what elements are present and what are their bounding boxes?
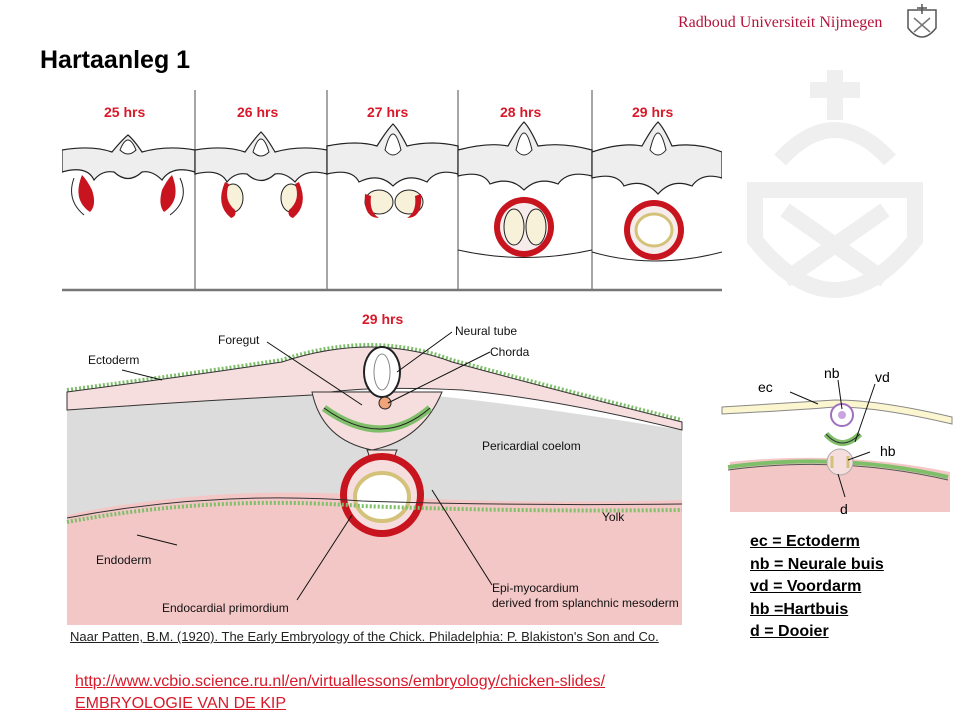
annotation-ectoderm: Ectoderm xyxy=(88,353,139,367)
panel-29hrs: 29 hrs xyxy=(591,104,722,262)
svg-text:Yolk: Yolk xyxy=(602,510,625,524)
svg-text:Endoderm: Endoderm xyxy=(96,553,151,567)
slide-title: Hartaanleg 1 xyxy=(40,46,191,74)
citation[interactable]: Naar Patten, B.M. (1920). The Early Embr… xyxy=(70,629,659,644)
legend-item-vd: vd = Voordarm xyxy=(750,578,862,595)
legend-item-ec: ec = Ectoderm xyxy=(750,533,860,550)
small-schematic: ec nb vd hb d xyxy=(721,365,953,517)
label-nb: nb xyxy=(824,365,840,381)
svg-text:Chorda: Chorda xyxy=(490,345,530,359)
svg-text:29 hrs: 29 hrs xyxy=(362,311,403,327)
annotation-yolk: Yolk xyxy=(602,510,625,524)
svg-text:Neural tube: Neural tube xyxy=(455,324,517,338)
top-panels-figure: 25 hrs 26 hrs 27 hrs 28 hrs 2 xyxy=(62,90,722,292)
svg-text:nb: nb xyxy=(824,365,840,381)
svg-text:Ectoderm: Ectoderm xyxy=(88,353,139,367)
annotation-neural-tube: Neural tube xyxy=(455,324,517,338)
annotation-endoderm: Endoderm xyxy=(96,553,151,567)
panel-label: 27 hrs xyxy=(367,104,408,120)
svg-text:Foregut: Foregut xyxy=(218,333,260,347)
vcbio-link[interactable]: http://www.vcbio.science.ru.nl/en/virtua… xyxy=(75,673,606,690)
embryologie-link[interactable]: EMBRYOLOGIE VAN DE KIP xyxy=(75,695,287,712)
panel-label: 25 hrs xyxy=(104,104,145,120)
legend-item-d: d = Dooier xyxy=(750,623,829,640)
label-d: d xyxy=(840,501,848,517)
main-diagram: 29 hrs Foregut Neural tube Chorda Ectode… xyxy=(66,311,683,625)
panel-28hrs: 28 hrs xyxy=(457,104,593,258)
university-logo-icon xyxy=(907,4,937,38)
svg-text:d: d xyxy=(840,501,848,517)
label-ec: ec xyxy=(758,379,773,395)
svg-text:derived from splanchnic mesode: derived from splanchnic mesoderm xyxy=(492,596,679,610)
annotation-chorda: Chorda xyxy=(490,345,530,359)
annotation-endocardial: Endocardial primordium xyxy=(162,601,289,615)
svg-text:hb: hb xyxy=(880,443,896,459)
university-name: Radboud Universiteit Nijmegen xyxy=(678,14,883,31)
panel-label: 29 hrs xyxy=(632,104,673,120)
annotation-epi-myocardium: Epi-myocardium xyxy=(492,581,579,595)
svg-text:Endocardial primordium: Endocardial primordium xyxy=(162,601,289,615)
label-hb: hb xyxy=(880,443,896,459)
top-panel-frames xyxy=(62,90,722,292)
links: http://www.vcbio.science.ru.nl/en/virtua… xyxy=(75,671,605,715)
panel-27hrs: 27 hrs xyxy=(326,104,459,218)
label-vd: vd xyxy=(875,369,890,385)
main-diagram-label: 29 hrs xyxy=(362,311,403,327)
svg-text:Pericardial coelom: Pericardial coelom xyxy=(482,439,581,453)
panel-label: 28 hrs xyxy=(500,104,541,120)
legend-item-nb: nb = Neurale buis xyxy=(750,555,884,573)
panel-25hrs: 25 hrs xyxy=(62,104,196,216)
annotation-foregut: Foregut xyxy=(218,333,260,347)
svg-text:vd: vd xyxy=(875,369,890,385)
panel-label: 26 hrs xyxy=(237,104,278,120)
annotation-epi-myocardium-2: derived from splanchnic mesoderm xyxy=(492,596,679,610)
annotation-pericardial-coelom: Pericardial coelom xyxy=(482,439,581,453)
crest-watermark xyxy=(747,70,923,298)
panel-26hrs: 26 hrs xyxy=(194,104,328,218)
svg-text:Epi-myocardium: Epi-myocardium xyxy=(492,581,579,595)
legend-item-hb: hb =Hartbuis xyxy=(750,600,849,618)
svg-text:ec: ec xyxy=(758,379,773,395)
legend: ec = Ectoderm nb = Neurale buis vd = Voo… xyxy=(750,531,884,644)
